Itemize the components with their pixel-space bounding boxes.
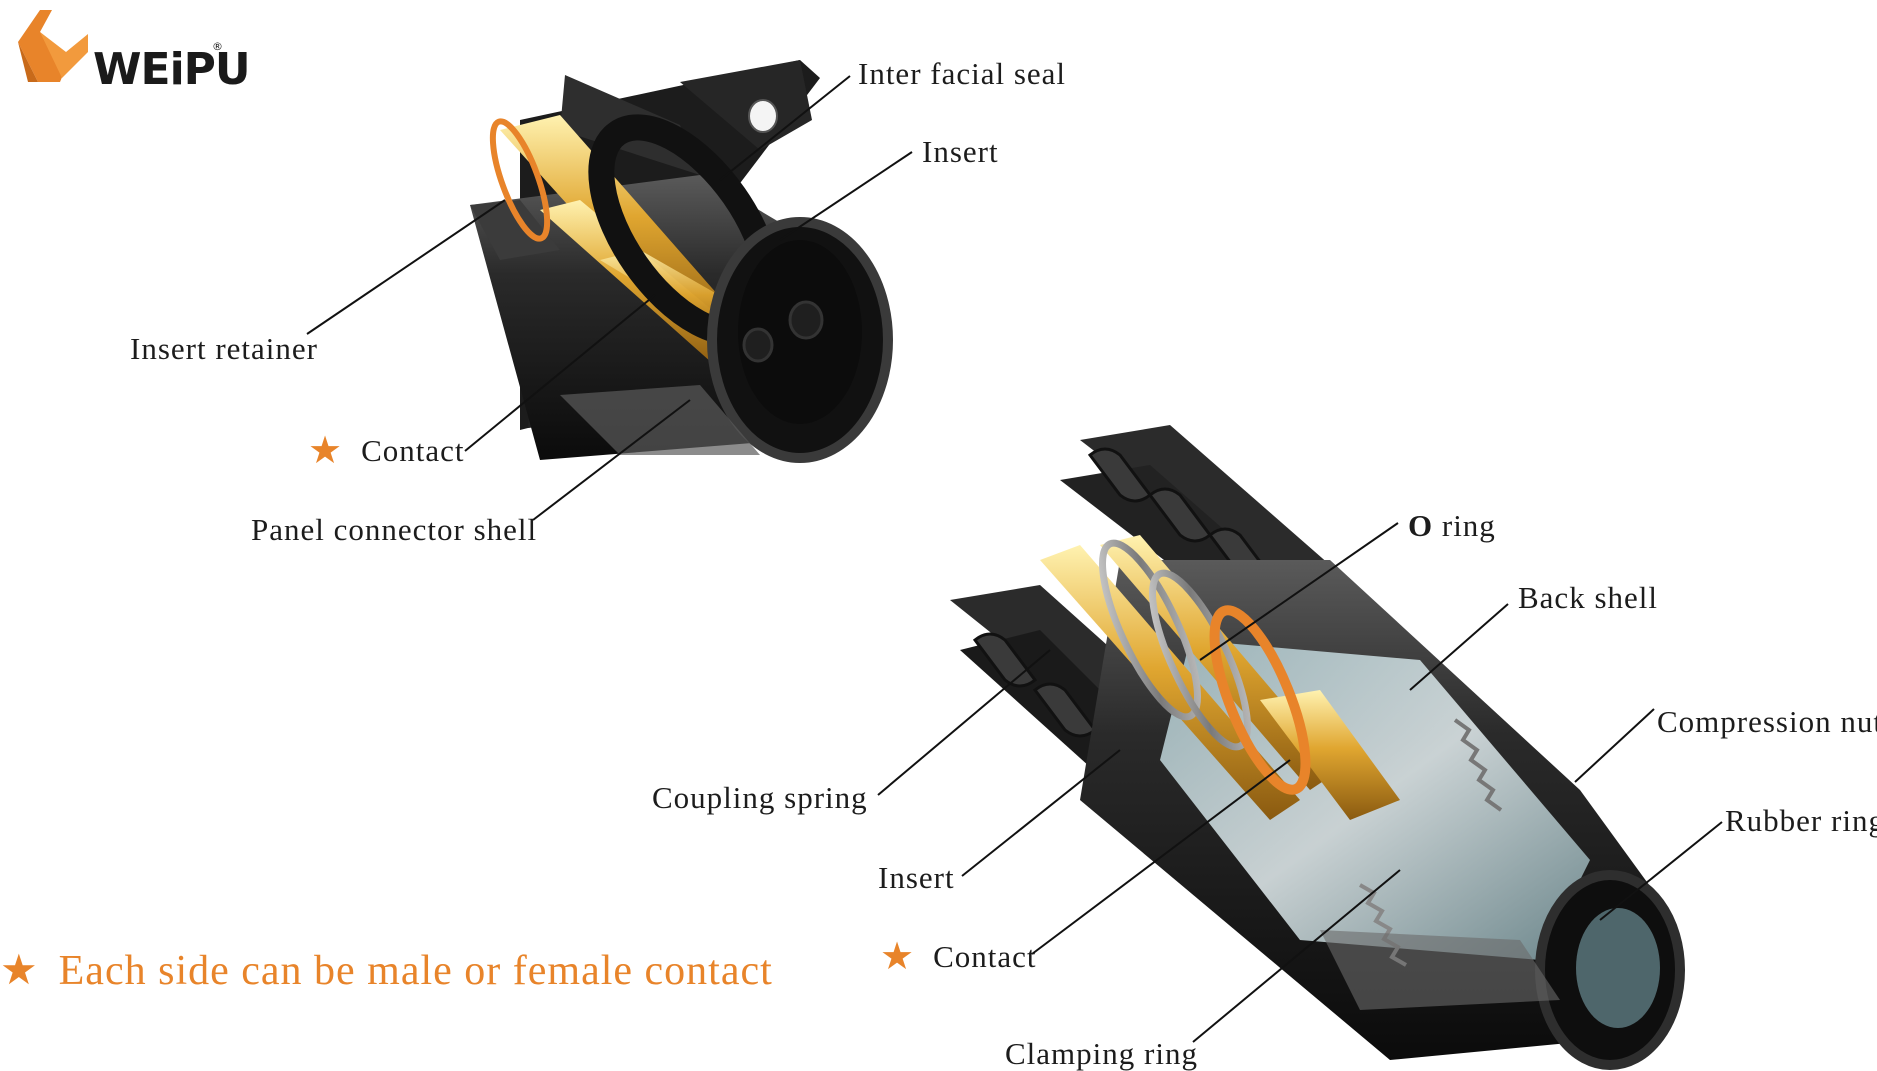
label-coupling-spring: Coupling spring — [652, 780, 868, 815]
flange-hole-icon — [748, 99, 778, 133]
footnote: ★ Each side can be male or female contact — [0, 950, 773, 992]
label-o-ring-text: ring — [1441, 508, 1496, 543]
label-insert-panel: Insert — [922, 134, 999, 169]
footnote-text: Each side can be male or female contact — [58, 948, 773, 994]
label-contact-panel-text: Contact — [361, 433, 465, 468]
leader-lines — [306, 75, 1723, 1043]
label-insert-retainer: Insert retainer — [130, 331, 318, 366]
registered-mark: ® — [212, 40, 223, 53]
label-o-ring-bold: O — [1408, 508, 1434, 543]
label-inter-facial-seal: Inter facial seal — [858, 56, 1067, 91]
label-compression-nut: Compression nut — [1657, 704, 1877, 739]
label-panel-connector-shell: Panel connector shell — [251, 512, 538, 547]
brand-name: WEiPU — [93, 44, 251, 95]
label-contact-plug-text: Contact — [933, 939, 1037, 974]
star-icon: ★ — [308, 430, 344, 472]
star-icon: ★ — [0, 948, 39, 994]
label-rubber-ring: Rubber ring — [1725, 803, 1877, 838]
weipu-logo — [18, 10, 88, 82]
label-back-shell: Back shell — [1518, 580, 1658, 615]
label-clamping-ring: Clamping ring — [1005, 1036, 1198, 1071]
label-insert-plug: Insert — [878, 860, 955, 895]
panel-connector-illustration — [470, 60, 893, 463]
label-contact-plug: ★ Contact — [880, 936, 1037, 976]
label-contact-panel: ★ Contact — [308, 430, 465, 470]
label-o-ring: O ring — [1408, 510, 1496, 541]
star-icon: ★ — [880, 936, 916, 978]
plug-connector-illustration — [950, 425, 1685, 1070]
